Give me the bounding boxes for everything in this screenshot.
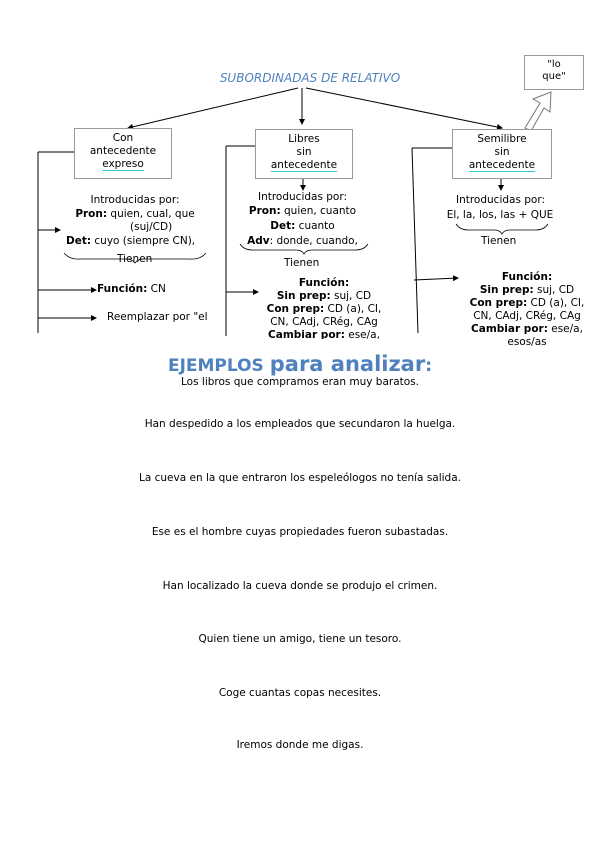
text: cuanto <box>295 220 335 232</box>
label: Cambiar por: <box>268 329 345 339</box>
conprep-2: CN, CAdj, CRég, CAg <box>473 310 581 322</box>
col3-intro-text: El, la, los, las + QUE <box>446 209 554 221</box>
example-sentence: Coge cuantas copas necesites. <box>218 687 382 699</box>
label: Pron: <box>75 208 108 220</box>
text: quien, cuanto <box>280 205 357 217</box>
sinprep: Sin prep: suj, CD <box>460 284 594 297</box>
example-sentence: Quien tiene un amigo, tiene un tesoro. <box>198 633 402 645</box>
col1-pron-2: (suj/CD) <box>130 221 173 233</box>
box-line-underlined: antecedente <box>270 159 338 172</box>
text: : donde, cuando, <box>269 235 358 247</box>
label: Det: <box>270 220 296 232</box>
box-line-underlined: expreso <box>102 158 144 171</box>
funcion-label: Función: <box>298 277 350 289</box>
col2-pron: Pron: quien, cuanto <box>230 205 375 218</box>
col2-funcion-block: Función: Sin prep: suj, CD Con prep: CD … <box>258 277 390 339</box>
label: Función: <box>97 283 148 295</box>
box-semilibre: Semilibre sin antecedente <box>452 129 552 179</box>
label: Adv <box>247 235 270 247</box>
col1-pron: Pron: quien, cual, que <box>60 208 210 221</box>
conprep: Con prep: CD (a), CI, <box>258 303 390 316</box>
title-part1: EJEMPLOS <box>167 356 270 376</box>
cambiar: Cambiar por: ese/a, <box>460 323 594 336</box>
funcion-label: Función: <box>501 271 553 283</box>
example-sentence: Los libros que compramos eran muy barato… <box>181 376 419 388</box>
text: CD (a), CI, <box>527 297 585 309</box>
col1-det: Det: cuyo (siempre CN), <box>66 235 195 248</box>
text: ese/a, <box>344 329 380 339</box>
text: suj, CD <box>533 284 575 296</box>
example-sentence: Ese es el hombre cuyas propiedades fuero… <box>151 526 449 538</box>
label: Con prep: <box>469 297 528 309</box>
col3-intro: Introducidas por: <box>455 194 546 206</box>
label: Det: <box>66 235 92 247</box>
text: CN <box>147 283 166 295</box>
label: Cambiar por: <box>471 323 548 335</box>
cut-text: esos/as <box>507 336 547 348</box>
col1-intro: Introducidas por: <box>90 194 180 206</box>
title-part2: para analizar <box>269 352 426 376</box>
text: cuyo (siempre CN), <box>91 235 196 247</box>
example-sentence: La cueva en la que entraron los espeleól… <box>139 472 461 484</box>
lo-que-box: "lo que" <box>524 55 584 90</box>
diagram-title: SUBORDINADAS DE RELATIVO <box>219 71 401 85</box>
box-line: sin <box>296 146 312 158</box>
label: Sin prep: <box>276 290 331 302</box>
box-libres: Libres sin antecedente <box>255 129 353 179</box>
example-sentence: Han localizado la cueva donde se produjo… <box>162 580 438 592</box>
col2-det: Det: cuanto <box>230 220 375 233</box>
col2-adv: Adv: donde, cuando, <box>230 235 375 248</box>
col1-tienen: Tienen <box>117 253 153 265</box>
col3-tienen: Tienen <box>481 235 517 247</box>
example-sentence: Iremos donde me digas. <box>236 739 364 751</box>
text: ese/a, <box>547 323 583 335</box>
box-line: sin <box>494 146 510 158</box>
col2-tienen: Tienen <box>284 257 320 269</box>
sinprep: Sin prep: suj, CD <box>258 290 390 303</box>
example-sentence: Han despedido a los empleados que secund… <box>144 418 456 430</box>
col3-funcion-block: Función: Sin prep: suj, CD Con prep: CD … <box>460 271 594 355</box>
conprep: Con prep: CD (a), CI, <box>460 297 594 310</box>
label: Con prep: <box>266 303 325 315</box>
box-con-antecedente: Con antecedente expreso <box>74 128 172 179</box>
text: CD (a), CI, <box>324 303 382 315</box>
box-line-underlined: antecedente <box>468 159 536 172</box>
title-colon: : <box>425 356 433 376</box>
box-line: Semilibre <box>477 133 527 145</box>
box-line: antecedente <box>89 145 157 157</box>
col1-funcion: Función: CN <box>97 283 166 296</box>
col1-reemplazar: Reemplazar por "el <box>107 311 208 323</box>
box-line: Libres <box>288 133 320 145</box>
label: Pron: <box>248 205 281 217</box>
examples-title: EJEMPLOS para analizar: <box>100 352 500 376</box>
box-line: Con <box>112 132 134 144</box>
text: quien, cual, que <box>107 208 195 220</box>
label: Sin prep: <box>479 284 534 296</box>
col2-intro: Introducidas por: <box>257 191 348 203</box>
conprep-2: CN, CAdj, CRég, CAg <box>270 316 378 328</box>
text: suj, CD <box>330 290 372 302</box>
cambiar: Cambiar por: ese/a, <box>258 329 390 339</box>
